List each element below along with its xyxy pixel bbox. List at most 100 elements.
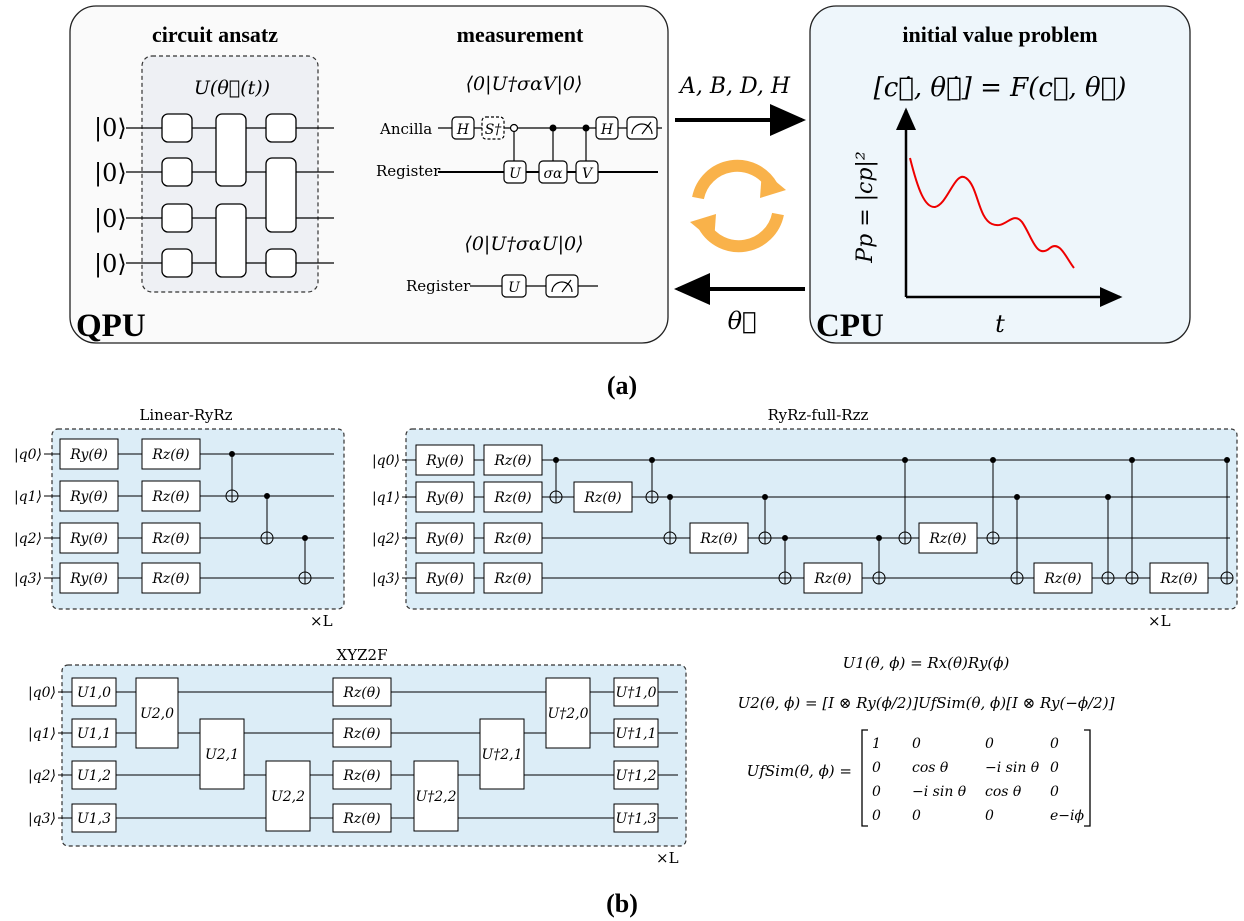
rz-gate [918, 522, 978, 554]
plot-y-label: Pp = |cp|² [853, 151, 878, 263]
ry-gate [59, 522, 119, 554]
ry-gate-label: Ry(θ) [69, 447, 108, 463]
measure-expression-2: ⟨0|U†σαU|0⟩ [464, 233, 583, 255]
gate-s-dagger: S† [485, 122, 503, 138]
ancilla-label: Ancilla [379, 120, 432, 138]
u1dag-gate-3 [613, 803, 659, 833]
rz-gate-1 [332, 718, 392, 748]
rz-gate-label: Rz(θ) [493, 571, 531, 587]
ry-gate-label: Ry(θ) [69, 571, 108, 587]
register-label-2: Register [406, 277, 471, 295]
u2-gate-2 [265, 760, 311, 832]
qubit-label-1: |q1⟩ [372, 490, 400, 506]
ryrz-full-rzz-box [405, 428, 1238, 610]
matrix-left-bracket [861, 729, 868, 827]
matrix-cell-2-3: 0 [1050, 784, 1059, 800]
rz-gate-label: Rz(θ) [151, 447, 189, 463]
matrix-cell-0-0: 1 [872, 736, 881, 752]
rz-gate [141, 562, 201, 594]
cpu-label: CPU [816, 308, 884, 344]
rz-gate [141, 522, 201, 554]
rz-gate-label: Rz(θ) [151, 571, 189, 587]
measurement-title: measurement [457, 22, 584, 47]
rz-gate-label: Rz(θ) [493, 453, 531, 469]
gate-u-2: U [508, 280, 521, 296]
qubit-label-2: |q2⟩ [28, 768, 56, 784]
cnot-control [876, 535, 882, 541]
ry-gate-label: Ry(θ) [425, 490, 464, 506]
rz-gate-3 [332, 803, 392, 833]
matrix-cell-2-1: −i sin θ [912, 784, 967, 800]
ryrz-full-rzz-title: RyRz-full-Rzz [768, 406, 869, 424]
rz-gate-label: Rz(θ) [151, 531, 189, 547]
rz-gate [483, 444, 543, 476]
matrix-right-bracket [1084, 729, 1091, 827]
xyz-repeat-label: ×L [656, 849, 679, 867]
ry-gate [415, 481, 475, 513]
cnot-control [902, 457, 908, 463]
matrix-cell-3-2: 0 [985, 808, 994, 824]
u2dag-gate-0 [545, 677, 591, 749]
matrix-cell-0-3: 0 [1050, 736, 1059, 752]
u1dag-gate-2 [613, 760, 659, 790]
ry-gate [59, 480, 119, 512]
u2dag-gate-1 [479, 718, 525, 790]
u1-gate-0 [71, 677, 117, 707]
linear-ryrz-box [51, 428, 345, 610]
ket-zero-3: |0⟩ [94, 250, 127, 279]
ryrz-full-rzz-circuit: |q0⟩|q1⟩|q2⟩|q3⟩Ry(θ)Rz(θ)Ry(θ)Rz(θ)Ry(θ… [372, 444, 1234, 594]
u1-gate-0-label: U1,0 [77, 685, 111, 701]
gate-h-2: H [600, 122, 614, 138]
u1-gate-3-label: U1,3 [77, 811, 111, 827]
u1dag-gate-0-label: U†1,0 [615, 685, 656, 701]
rz-gate-label: Rz(θ) [493, 490, 531, 506]
rz-gate [573, 481, 633, 513]
measure-expression-1: ⟨0|U†σαV|0⟩ [466, 73, 583, 95]
cnot-control [553, 457, 559, 463]
linear-repeat-label: ×L [310, 612, 333, 630]
cnot-control [1129, 457, 1135, 463]
matrix-cell-1-0: 0 [872, 760, 881, 776]
xyz2f-title: XYZ2F [337, 646, 388, 664]
gate-sigma: σα [543, 166, 563, 182]
qubit-label-3: |q3⟩ [372, 571, 400, 587]
u1-gate-1 [71, 718, 117, 748]
cnot-control [1224, 457, 1230, 463]
u2-gate-1 [199, 718, 245, 790]
u1-gate-2 [71, 760, 117, 790]
probability-curve [909, 157, 1075, 269]
ivp-title: initial value problem [902, 22, 1097, 47]
qubit-label-3: |q3⟩ [14, 571, 42, 587]
u1dag-gate-3-label: U†1,3 [615, 811, 656, 827]
rz-gate-2-label: Rz(θ) [342, 768, 380, 784]
cnot-control [229, 451, 235, 457]
measurement-circuit-1 [438, 116, 662, 184]
matrix-cell-3-3: e−iϕ [1050, 808, 1084, 824]
ivp-equation: [c⃗̇, θ⃗̇] = F(c⃗, θ⃗) [874, 73, 1127, 103]
cnot-control [667, 494, 673, 500]
ivp-plot [896, 107, 1123, 307]
ket-zero-0: |0⟩ [94, 114, 127, 143]
caption-b: (b) [606, 889, 638, 918]
cnot-control [990, 457, 996, 463]
matrix-cell-1-2: −i sin θ [985, 760, 1040, 776]
rz-gate-3-label: Rz(θ) [342, 811, 380, 827]
qubit-label-0: |q0⟩ [28, 685, 56, 701]
ket-zero-1: |0⟩ [94, 159, 127, 188]
linear-ryrz-circuit: |q0⟩|q1⟩|q2⟩|q3⟩Ry(θ)Rz(θ)Ry(θ)Rz(θ)Ry(θ… [14, 438, 334, 594]
u1dag-gate-1 [613, 718, 659, 748]
rz-gate [689, 522, 749, 554]
plot-x-label: t [995, 310, 1005, 338]
cnot-control [649, 457, 655, 463]
u2-gate-2-label: U2,2 [271, 789, 305, 805]
ry-gate-label: Ry(θ) [69, 489, 108, 505]
rz-gate [483, 481, 543, 513]
qubit-label-1: |q1⟩ [14, 489, 42, 505]
qubit-label-0: |q0⟩ [372, 453, 400, 469]
rz-gate-label: Rz(θ) [493, 531, 531, 547]
cnot-control [1105, 494, 1111, 500]
u1-gate-3 [71, 803, 117, 833]
rz-gate [1149, 562, 1209, 594]
